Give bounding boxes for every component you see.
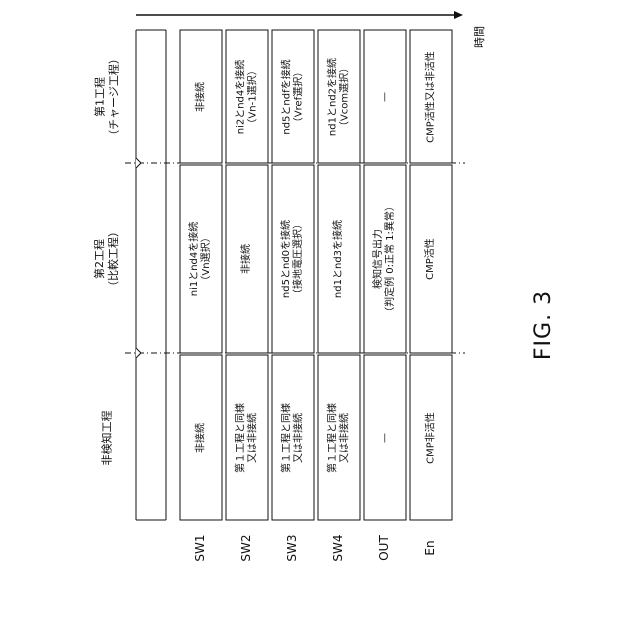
cell-line-1: nd5とndfを接続 [281,34,294,159]
row-label-sw1: SW1 [193,528,209,568]
phase-header: 非検知工程 [92,358,122,517]
cell-line-1: CMP活性 [425,169,438,349]
row-label-sw2: SW2 [239,528,255,568]
cell-line-1: CMP非活性 [425,359,438,516]
row-label-text: En [423,528,438,568]
cell-line-2: 又は非接続 [293,359,306,516]
cell-line-1: 非接続 [241,169,254,349]
row-label-text: SW2 [239,528,254,568]
phase-header: 第1工程（チャージ工程） [92,33,122,160]
cell-line-2: （Vcom選択） [339,34,352,159]
cell-line-1: nd1とnd2を接続 [327,34,340,159]
phase-brackets [136,30,166,520]
row-label-text: SW4 [331,528,346,568]
cell-line-1: 第１工程と同様 [281,359,294,516]
table-cell: nd5とndfを接続（Vref選択） [279,34,307,159]
table-cell: 非接続 [233,169,261,349]
table-cell: nd1とnd3を接続 [325,169,353,349]
phase-title: 第2工程 [93,168,107,350]
table-cell: 第１工程と同様又は非接続 [279,359,307,516]
cell-line-1: 検知信号出力 [373,169,386,349]
phase-notches [136,158,141,358]
table-cell: CMP非活性 [417,359,445,516]
row-label-text: SW3 [285,528,300,568]
table-cell: nd1とnd2を接続（Vcom選択） [325,34,353,159]
time-axis-arrowhead [454,11,463,19]
cell-line-2: （Vn-1選択） [247,34,260,159]
phase-subtitle: （比較工程） [107,168,121,350]
cell-line-2: 又は非接続 [247,359,260,516]
table-cell: — [371,34,399,159]
phase-title: 非検知工程 [100,358,114,517]
cell-line-1: CMP活性又は非活性 [425,34,438,159]
table-cell: CMP活性又は非活性 [417,34,445,159]
cell-line-1: ni2とnd4を接続 [235,34,248,159]
row-label-out: OUT [377,528,393,568]
cell-line-2: 又は非接続 [339,359,352,516]
cell-line-2: （Vn選択） [201,169,214,349]
cell-line-2: （判定例 0:正常 1:異常） [385,169,398,349]
table-cell: 第１工程と同様又は非接続 [325,359,353,516]
cell-line-1: — [379,34,392,159]
table-cell: ni2とnd4を接続（Vn-1選択） [233,34,261,159]
table-cell: ni1とnd4を接続（Vn選択） [187,169,215,349]
cell-line-1: ni1とnd4を接続 [189,169,202,349]
phase-notch [136,158,141,168]
cell-line-1: 第１工程と同様 [235,359,248,516]
cell-line-2: （Vref選択） [293,34,306,159]
row-label-text: SW1 [193,528,208,568]
cell-line-1: 非接続 [195,34,208,159]
row-label-en: En [423,528,439,568]
phase-header: 第2工程（比較工程） [92,168,122,350]
phase-title: 第1工程 [93,33,107,160]
table-cell: 非接続 [187,34,215,159]
phase-notch [136,348,141,358]
table-cell: 検知信号出力（判定例 0:正常 1:異常） [371,169,399,349]
phase-subtitle: （チャージ工程） [107,33,121,160]
cell-line-1: 非接続 [195,359,208,516]
time-axis-label: 時間 [473,19,487,55]
table-cell: nd5とnd0を接続（接地電圧選択） [279,169,307,349]
cell-line-1: nd1とnd3を接続 [333,169,346,349]
table-cell: — [371,359,399,516]
cell-line-2: （接地電圧選択） [293,169,306,349]
row-label-text: OUT [377,528,392,568]
row-label-sw3: SW3 [285,528,301,568]
cell-line-1: — [379,359,392,516]
figure-label: FIG. 3 [530,270,560,380]
table-cell: 第１工程と同様又は非接続 [233,359,261,516]
table-cell: CMP活性 [417,169,445,349]
table-cell: 非接続 [187,359,215,516]
cell-line-1: nd5とnd0を接続 [281,169,294,349]
cell-line-1: 第１工程と同様 [327,359,340,516]
row-label-sw4: SW4 [331,528,347,568]
